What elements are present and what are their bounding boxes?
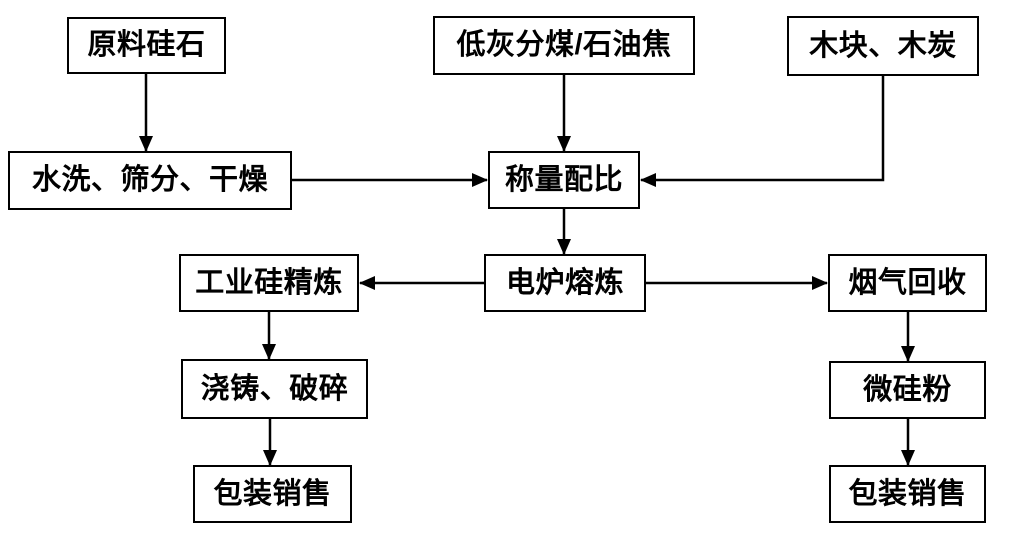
node-flue-gas-recovery: 烟气回收 [828, 254, 987, 312]
node-wash-screen-dry: 水洗、筛分、干燥 [8, 151, 292, 210]
node-label: 微硅粉 [863, 373, 952, 406]
node-label: 包装销售 [848, 477, 967, 510]
node-packaging-sales-right: 包装销售 [829, 465, 986, 523]
node-label: 水洗、筛分、干燥 [31, 164, 268, 196]
node-casting-crushing: 浇铸、破碎 [181, 359, 368, 419]
node-label: 浇铸、破碎 [200, 372, 349, 405]
edge-wood-to-weighing [640, 76, 885, 187]
node-industrial-silicon-refining: 工业硅精炼 [179, 254, 359, 312]
node-weighing-batching: 称量配比 [488, 151, 640, 209]
node-wood-blocks-charcoal: 木块、木炭 [787, 16, 979, 76]
node-raw-silica: 原料硅石 [67, 17, 226, 74]
node-label: 称量配比 [504, 163, 623, 196]
node-label: 烟气回收 [848, 266, 967, 299]
node-silica-fume: 微硅粉 [829, 361, 986, 419]
node-label: 包装销售 [213, 477, 332, 510]
node-label: 工业硅精炼 [195, 266, 343, 299]
node-low-ash-coal-petcoke: 低灰分煤/石油焦 [433, 16, 695, 75]
node-label: 木块、木炭 [809, 29, 957, 62]
node-label: 原料硅石 [87, 29, 206, 61]
node-label: 电炉熔炼 [505, 266, 624, 299]
node-label: 低灰分煤/石油焦 [456, 29, 672, 61]
node-electric-furnace-smelting: 电炉熔炼 [484, 254, 646, 312]
node-packaging-sales-left: 包装销售 [193, 465, 352, 523]
